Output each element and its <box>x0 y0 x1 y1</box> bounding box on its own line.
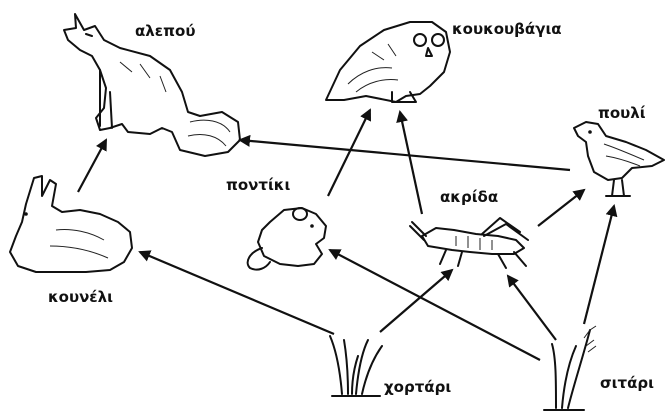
grasshopper-illustration <box>409 217 529 269</box>
arrow-wheat-to-bird <box>582 204 618 325</box>
label-wheat: σιτάρι <box>600 374 654 392</box>
grass-illustration <box>329 335 383 397</box>
mouse-illustration <box>246 207 327 271</box>
owl-illustration <box>325 21 451 103</box>
wheat-illustration <box>543 325 597 411</box>
label-grass: χορτάρι <box>384 378 452 396</box>
arrow-wheat-to-mouse <box>328 249 541 361</box>
arrow-rabbit-to-fox <box>77 138 107 193</box>
fox-illustration <box>63 13 241 157</box>
arrow-grass-to-rabbit <box>138 250 335 336</box>
label-grasshopper: ακρίδα <box>440 188 499 206</box>
label-mouse: ποντίκι <box>226 176 291 194</box>
label-rabbit: κουνέλι <box>48 288 113 306</box>
bird-illustration <box>573 121 665 197</box>
food-web-arrows <box>77 108 618 361</box>
arrow-grasshopper-to-bird <box>537 188 586 227</box>
arrow-wheat-to-grasshopper <box>506 274 557 341</box>
rabbit-illustration <box>9 175 133 273</box>
arrow-mouse-to-owl <box>327 108 372 197</box>
arrow-grasshopper-to-owl <box>396 110 424 215</box>
label-fox: αλεπού <box>135 22 196 40</box>
label-bird: πουλί <box>598 104 646 122</box>
label-owl: κουκουβάγια <box>452 20 562 38</box>
arrow-bird-to-fox <box>238 134 571 172</box>
arrow-grass-to-grasshopper <box>379 268 454 333</box>
